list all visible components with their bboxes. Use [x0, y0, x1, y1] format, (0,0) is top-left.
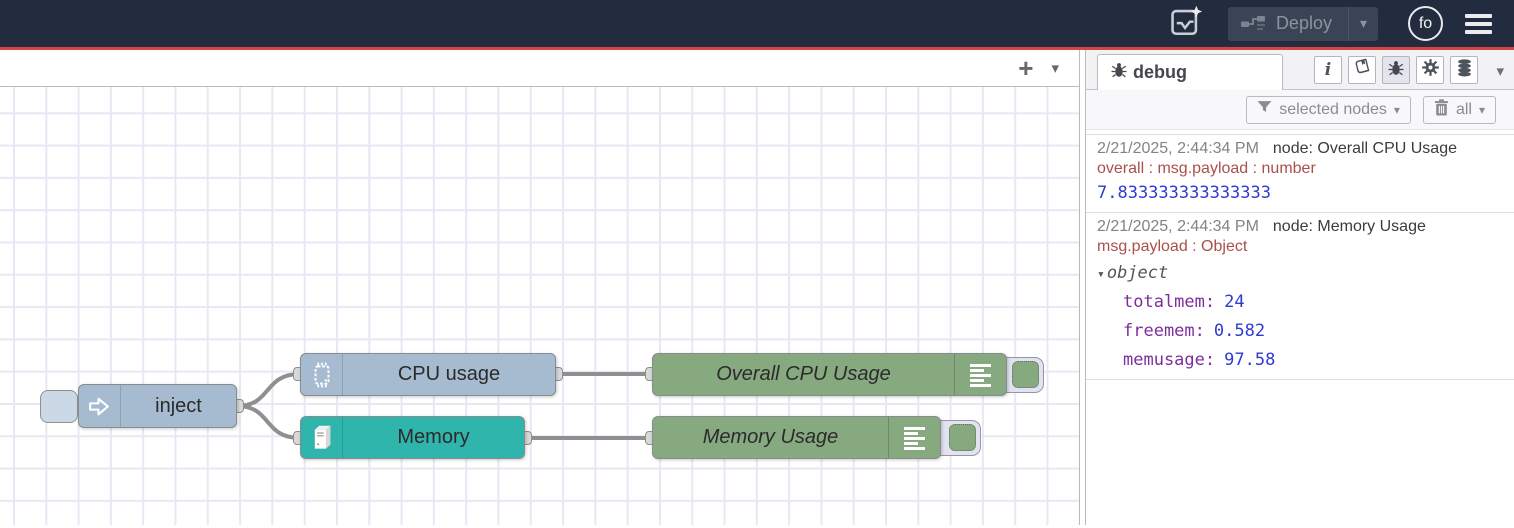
- tree-collapse-caret[interactable]: ▾: [1097, 267, 1105, 282]
- tab-debug-button[interactable]: [1382, 56, 1410, 84]
- tree-item: memusage: 97.58: [1123, 350, 1506, 370]
- tree-item: totalmem: 24: [1123, 292, 1506, 312]
- deploy-divider: [1347, 6, 1349, 41]
- node-debug-overall-cpu[interactable]: Overall CPU Usage: [652, 353, 1007, 396]
- deploy-dropdown-caret[interactable]: ▾: [1359, 15, 1367, 31]
- wires-layer: [235, 371, 654, 441]
- wire: [235, 372, 302, 408]
- tree-value: 24: [1224, 292, 1245, 312]
- clear-all-label: all: [1455, 100, 1472, 118]
- tab-info-button[interactable]: i: [1314, 56, 1342, 84]
- bug-icon: [1110, 61, 1128, 84]
- tab-debug[interactable]: debug: [1097, 54, 1283, 90]
- message-property: msg.payload : Object: [1097, 238, 1248, 255]
- tree-item: freemem: 0.582: [1123, 321, 1506, 341]
- node-label: Overall CPU Usage: [716, 363, 891, 385]
- deploy-button[interactable]: Deploy ▾: [1227, 6, 1378, 41]
- debug-list-icon: [954, 354, 1006, 395]
- user-avatar[interactable]: fo: [1408, 6, 1443, 41]
- main-area: + ▾ inject: [0, 50, 1514, 525]
- cpu-chip-icon: [301, 354, 343, 395]
- filter-nodes-button[interactable]: selected nodes ▾: [1246, 95, 1411, 124]
- clear-messages-button[interactable]: all ▾: [1422, 95, 1496, 124]
- message-node-name: node: Memory Usage: [1272, 218, 1426, 235]
- tree-root-label: object: [1106, 263, 1169, 283]
- ai-assistant-button[interactable]: [1168, 4, 1204, 43]
- trash-icon: [1434, 98, 1449, 121]
- object-tree-root[interactable]: ▾object: [1097, 263, 1506, 283]
- message-node-name: node: Overall CPU Usage: [1272, 140, 1457, 157]
- clear-caret-icon: ▾: [1478, 102, 1485, 117]
- node-debug-memory-usage[interactable]: Memory Usage: [652, 416, 941, 459]
- sidebar-tab-header: debug i: [1086, 50, 1514, 90]
- node-cpu-usage[interactable]: CPU usage: [300, 353, 556, 396]
- computer-tower-icon: [301, 417, 343, 458]
- tab-help-button[interactable]: [1348, 56, 1376, 84]
- node-label: CPU usage: [397, 363, 501, 385]
- message-timestamp: 2/21/2025, 2:44:34 PM: [1097, 218, 1259, 235]
- inject-arrow-icon: [79, 385, 121, 427]
- tab-context-button[interactable]: [1450, 56, 1478, 84]
- sidebar-tab-icons: i: [1314, 56, 1478, 84]
- tree-key: memusage:: [1123, 350, 1216, 370]
- flow-list-caret[interactable]: ▾: [1051, 60, 1059, 77]
- sidebar-menu-caret[interactable]: ▾: [1496, 63, 1504, 80]
- add-flow-button[interactable]: +: [1018, 53, 1034, 83]
- tree-key: totalmem:: [1123, 292, 1216, 312]
- tree-key: freemem:: [1123, 321, 1205, 341]
- hamburger-menu-icon[interactable]: [1465, 13, 1492, 34]
- debug-list-icon: [888, 417, 940, 458]
- node-memory[interactable]: Memory: [300, 416, 525, 459]
- tab-config-button[interactable]: [1416, 56, 1444, 84]
- workspace: + ▾ inject: [0, 50, 1080, 525]
- flow-canvas[interactable]: inject CPU usage: [0, 87, 1079, 525]
- info-icon: i: [1324, 60, 1332, 80]
- user-avatar-label: fo: [1418, 14, 1433, 32]
- node-label: Memory Usage: [702, 426, 839, 448]
- debug-toolbar: selected nodes ▾ all ▾: [1086, 90, 1514, 130]
- deploy-nodes-icon: [1228, 13, 1276, 35]
- flow-tabbar: + ▾: [0, 50, 1079, 87]
- sidebar-resize-handle[interactable]: [1080, 50, 1085, 525]
- tree-value: 0.582: [1213, 321, 1266, 341]
- wire: [235, 404, 302, 440]
- debug-messages: 2/21/2025, 2:44:34 PM node: Overall CPU U…: [1086, 130, 1514, 525]
- gear-icon: [1421, 58, 1440, 82]
- debug-message[interactable]: 2/21/2025, 2:44:34 PM node: Overall CPU U…: [1086, 134, 1514, 213]
- database-icon: [1455, 58, 1474, 82]
- tab-debug-label: debug: [1133, 62, 1187, 82]
- funnel-icon: [1257, 100, 1272, 120]
- node-label: Memory: [397, 426, 470, 448]
- node-label: inject: [155, 394, 202, 417]
- message-timestamp: 2/21/2025, 2:44:34 PM: [1097, 140, 1259, 157]
- bug-icon: [1387, 59, 1405, 82]
- message-value: 7.833333333333333: [1097, 183, 1271, 203]
- book-icon: [1353, 58, 1372, 82]
- tree-value: 97.58: [1224, 350, 1276, 370]
- message-property: overall : msg.payload : number: [1097, 160, 1316, 177]
- deploy-label: Deploy: [1275, 13, 1332, 33]
- inject-trigger-button[interactable]: [40, 390, 78, 423]
- filter-nodes-label: selected nodes: [1279, 100, 1387, 118]
- app-header: Deploy ▾ fo: [0, 0, 1514, 50]
- filter-caret-icon: ▾: [1393, 102, 1400, 117]
- debug-sidebar: debug i: [1085, 50, 1514, 525]
- ai-assistant-icon: [1169, 4, 1203, 43]
- node-inject[interactable]: inject: [78, 384, 237, 428]
